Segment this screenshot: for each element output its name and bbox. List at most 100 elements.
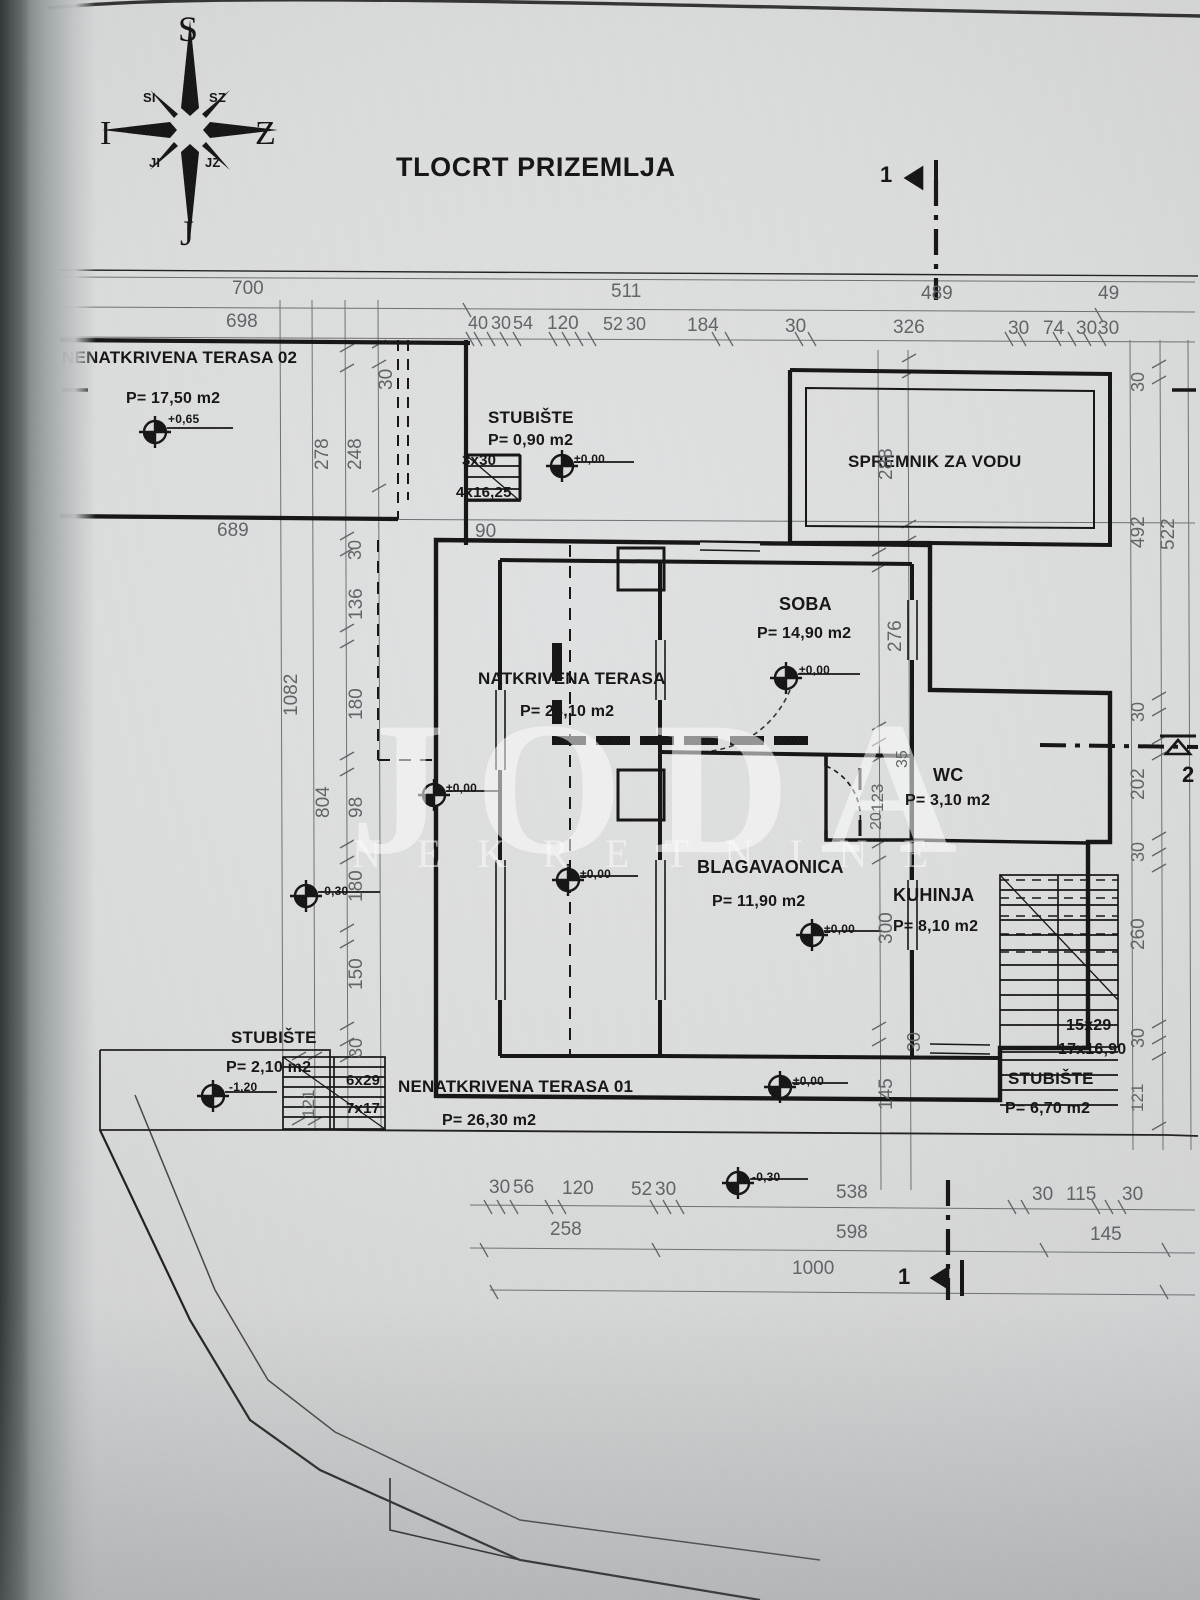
opening-frames bbox=[495, 540, 991, 1055]
dim-804: 804 bbox=[313, 786, 334, 818]
elevation-terasa-01: ±0,00 bbox=[793, 1074, 824, 1088]
dim-top-700: 700 bbox=[232, 278, 264, 299]
dim-right-30b: 30 bbox=[1128, 701, 1148, 722]
room-area-terasa-02: P= 17,50 m2 bbox=[126, 390, 221, 407]
room-label-spremnik: SPREMNIK ZA VODU bbox=[848, 452, 1022, 471]
stair-note-right-risers: 17x16,90 bbox=[1058, 1041, 1127, 1058]
dimension-ticks bbox=[291, 302, 1171, 1300]
room-area-kuhinja: P= 8,10 m2 bbox=[893, 918, 979, 935]
dim-bot-30c: 30 bbox=[1032, 1184, 1054, 1205]
elevation-terasa-02: +0,65 bbox=[168, 412, 200, 426]
dim-278: 278 bbox=[312, 438, 333, 470]
compass-label-sw: JZ bbox=[205, 155, 221, 170]
stair-left bbox=[282, 1056, 386, 1130]
room-label-kuhinja: KUHINJA bbox=[893, 885, 975, 905]
section-marker-bottom: 1 bbox=[898, 1264, 911, 1289]
dim-left-150: 150 bbox=[346, 958, 367, 990]
dim-90: 90 bbox=[475, 521, 497, 542]
dim-left-180b: 180 bbox=[346, 870, 367, 902]
dim-bot-30b: 30 bbox=[655, 1179, 677, 1200]
elevation-bottom-mid: -0,30 bbox=[752, 1170, 781, 1184]
dim-inner-300: 300 bbox=[876, 912, 897, 944]
room-area-stubiste-right: P= 6,70 m2 bbox=[1005, 1100, 1091, 1117]
elevation-natkrivena-left: ±0,00 bbox=[446, 781, 477, 795]
dim-248: 248 bbox=[345, 438, 366, 470]
dim-right-30c: 30 bbox=[1128, 841, 1148, 862]
room-area-blagavaonica: P= 11,90 m2 bbox=[712, 893, 806, 910]
dim-right-492: 492 bbox=[1128, 516, 1149, 548]
dim-right-522: 522 bbox=[1158, 518, 1179, 550]
dim-top2-54: 54 bbox=[513, 313, 534, 333]
stair-top bbox=[465, 454, 521, 502]
dim-top2-30e: 30 bbox=[1076, 318, 1098, 339]
room-label-soba: SOBA bbox=[779, 594, 832, 614]
stair-note-left-risers: 7x17 bbox=[346, 1100, 381, 1117]
compass-label-north: S bbox=[178, 9, 199, 49]
elevation-soba: ±0,00 bbox=[799, 663, 830, 677]
dim-bot-598: 598 bbox=[836, 1222, 868, 1243]
room-label-natkrivena-terasa: NATKRIVENA TERASA bbox=[478, 669, 666, 688]
section-marker-right: 2 bbox=[1182, 762, 1195, 787]
room-area-soba: P= 14,90 m2 bbox=[757, 625, 852, 642]
door-swing-arcs bbox=[699, 689, 862, 825]
dim-top2-30b: 30 bbox=[626, 314, 647, 334]
elevation-markers bbox=[139, 416, 882, 1199]
dim-bot-538: 538 bbox=[836, 1182, 868, 1203]
canopy-outline bbox=[377, 540, 630, 1096]
dim-inner-20: 20 bbox=[868, 812, 885, 830]
dim-bot-120: 120 bbox=[562, 1178, 594, 1199]
dim-inner-145: 145 bbox=[876, 1078, 897, 1110]
dim-inner-288: 288 bbox=[876, 448, 897, 480]
dim-inner-123: 123 bbox=[868, 783, 887, 812]
dim-left-136: 136 bbox=[346, 588, 367, 620]
dim-121-left: 121 bbox=[299, 1089, 318, 1118]
stair-note-right-treads: 15x29 bbox=[1066, 1017, 1112, 1034]
dim-right-30a: 30 bbox=[1128, 371, 1148, 392]
dim-bot-30a: 30 bbox=[489, 1177, 511, 1198]
stair-note-top-risers: 4x16,25 bbox=[456, 484, 512, 501]
dim-top2-30a: 30 bbox=[491, 313, 512, 333]
dim-top2-40: 40 bbox=[468, 313, 489, 333]
dim-left-30b: 30 bbox=[346, 1037, 366, 1058]
elevation-blagavaonica: ±0,00 bbox=[824, 922, 855, 936]
site-boundary bbox=[47, 0, 1200, 1600]
compass-label-nw: SZ bbox=[209, 90, 227, 105]
room-label-terasa-01: NENATKRIVENA TERASA 01 bbox=[398, 1077, 634, 1096]
dim-inner-35: 35 bbox=[894, 750, 911, 768]
dim-right-260: 260 bbox=[1128, 918, 1149, 950]
dim-top2-30f: 30 bbox=[1098, 318, 1120, 339]
dim-top2-52: 52 bbox=[603, 314, 624, 334]
dim-right-121: 121 bbox=[1128, 1083, 1147, 1112]
room-area-stubiste-left: P= 2,10 m2 bbox=[226, 1059, 312, 1076]
dim-right-30d: 30 bbox=[1128, 1027, 1148, 1048]
room-label-blagavaonica: BLAGAVAONICA bbox=[697, 857, 844, 877]
room-area-stubiste-top: P= 0,90 m2 bbox=[488, 432, 574, 449]
dim-top2-120: 120 bbox=[547, 313, 579, 334]
dim-30-top-left: 30 bbox=[376, 368, 397, 390]
elevation-left-mid: -0,30 bbox=[320, 884, 349, 898]
dim-top2-184: 184 bbox=[687, 315, 719, 336]
room-area-wc: P= 3,10 m2 bbox=[905, 792, 991, 809]
elevation-stubiste-left: -1,20 bbox=[229, 1080, 258, 1094]
dim-top-49: 49 bbox=[1098, 283, 1120, 304]
elevation-natkrivena-mid: ±0,00 bbox=[580, 867, 611, 881]
dim-top-489: 489 bbox=[921, 283, 953, 304]
wall-openings bbox=[497, 542, 991, 1052]
dim-bot-30d: 30 bbox=[1122, 1184, 1144, 1205]
section-marker-top: 1 bbox=[880, 162, 893, 187]
dim-right-202: 202 bbox=[1128, 768, 1149, 800]
room-label-terasa-02: NENATKRIVENA TERASA 02 bbox=[62, 348, 298, 367]
dim-bot-258: 258 bbox=[550, 1219, 582, 1240]
section-line-1 bbox=[933, 180, 951, 1300]
compass-rose-star bbox=[102, 20, 278, 240]
section-arrows bbox=[903, 160, 1196, 1296]
compass-label-ne: SI bbox=[143, 90, 156, 105]
stair-note-top-treads: 3x30 bbox=[462, 452, 497, 469]
elevation-stubiste-top: ±0,00 bbox=[574, 452, 605, 466]
dim-top2-30d: 30 bbox=[1008, 318, 1030, 339]
room-area-terasa-01: P= 26,30 m2 bbox=[442, 1112, 537, 1129]
dim-top-511: 511 bbox=[611, 281, 642, 302]
page-title: TLOCRT PRIZEMLJA bbox=[396, 152, 676, 182]
